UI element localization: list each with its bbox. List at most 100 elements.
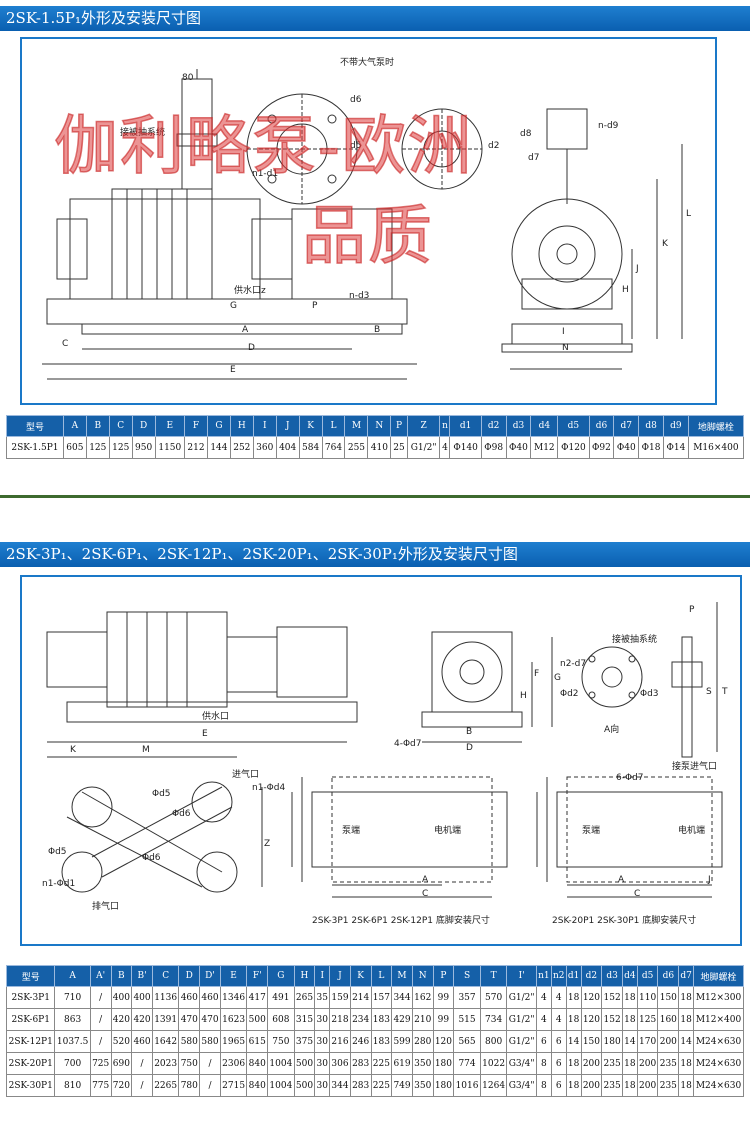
table-cell: 570 bbox=[479, 986, 508, 1009]
label-L: L bbox=[686, 209, 692, 219]
table-cell: G3/4" bbox=[506, 1074, 537, 1097]
table-cell: 234 bbox=[349, 1008, 372, 1031]
table-cell: 750 bbox=[267, 1030, 295, 1053]
section2-title-bar: 2SK-3P₁、2SK-6P₁、2SK-12P₁、2SK-20P₁、2SK-30… bbox=[0, 542, 750, 567]
table-cell: 125 bbox=[636, 1008, 659, 1031]
table-cell: 306 bbox=[329, 1052, 351, 1075]
label-n2-d7: n2-d7 bbox=[560, 659, 587, 669]
table-cell: 120 bbox=[580, 1008, 603, 1031]
table-cell: 200 bbox=[580, 1074, 603, 1097]
table-cell: Φ120 bbox=[557, 436, 590, 459]
label-motor-end-right: 电机端 bbox=[678, 826, 706, 836]
label-C-right: C bbox=[634, 889, 641, 899]
table-cell: 4 bbox=[550, 986, 567, 1009]
table-cell: 6 bbox=[550, 1074, 567, 1097]
table-cell: 18 bbox=[565, 986, 582, 1009]
table-cell: 214 bbox=[349, 986, 372, 1009]
label-F2: F bbox=[534, 669, 540, 679]
table-cell: 775 bbox=[89, 1074, 112, 1097]
table-cell: 1150 bbox=[154, 436, 186, 459]
table-header-cell: D' bbox=[199, 965, 221, 987]
table-header-cell: I' bbox=[506, 965, 537, 987]
table-cell: 18 bbox=[565, 1008, 582, 1031]
label-n1-d1-2: n1-Φd1 bbox=[42, 879, 76, 889]
table-header-cell: 地脚螺栓 bbox=[687, 415, 745, 437]
label-connect-system-2: 接被抽系统 bbox=[612, 635, 658, 645]
table-cell: 225 bbox=[370, 1074, 393, 1097]
table-cell: 2SK-3P1 bbox=[5, 986, 56, 1009]
label-S2: S bbox=[706, 687, 712, 697]
table-header-cell: d8 bbox=[638, 415, 664, 437]
table-header-cell: n bbox=[439, 415, 451, 437]
table-header-cell: d5 bbox=[636, 965, 659, 987]
label-Z2: Z bbox=[264, 839, 271, 849]
table-cell: 283 bbox=[349, 1074, 372, 1097]
table-cell: G3/4" bbox=[506, 1052, 537, 1075]
table-header-cell: H bbox=[293, 965, 316, 987]
table-cell: 750 bbox=[178, 1052, 201, 1075]
table-cell: 417 bbox=[246, 986, 269, 1009]
table-cell: 120 bbox=[580, 986, 603, 1009]
table-cell: 183 bbox=[370, 1030, 393, 1053]
table-cell: 25 bbox=[390, 436, 408, 459]
table-cell: 400 bbox=[110, 986, 133, 1009]
table-cell: 599 bbox=[391, 1030, 413, 1053]
table-cell: 315 bbox=[293, 1008, 316, 1031]
label-d5: d5 bbox=[350, 141, 362, 151]
table-cell: G1/2" bbox=[506, 1030, 537, 1053]
table-header-cell: J bbox=[329, 965, 351, 987]
table-header-cell: L bbox=[321, 415, 346, 437]
table-header-cell: d1 bbox=[449, 415, 482, 437]
table-cell: 1965 bbox=[219, 1030, 248, 1053]
table-cell: 840 bbox=[246, 1052, 269, 1075]
table-header-cell: A bbox=[62, 415, 87, 437]
table-cell: 429 bbox=[391, 1008, 413, 1031]
table-cell: 491 bbox=[267, 986, 295, 1009]
table-header-cell: n2 bbox=[550, 965, 567, 987]
table-cell: 350 bbox=[411, 1052, 434, 1075]
table-cell: 690 bbox=[110, 1052, 133, 1075]
label-A-left: A bbox=[422, 875, 429, 885]
table-cell: 470 bbox=[178, 1008, 201, 1031]
table-cell: M24×630 bbox=[693, 1052, 744, 1075]
label-exhaust-pipe: 接泵进气口 bbox=[672, 762, 718, 772]
label-n-d9: n-d9 bbox=[598, 121, 619, 131]
section-divider bbox=[0, 495, 750, 498]
label-d2: d2 bbox=[488, 141, 500, 151]
table-header-cell: K bbox=[349, 965, 372, 987]
table-cell: 774 bbox=[453, 1052, 481, 1075]
table-cell: 18 bbox=[678, 1008, 695, 1031]
label-connect-system: 接被抽系统 bbox=[120, 128, 166, 138]
table-cell: 1037.5 bbox=[54, 1030, 91, 1053]
label-H: H bbox=[622, 285, 629, 295]
table-header-cell: 型号 bbox=[5, 965, 56, 987]
table-cell: 180 bbox=[432, 1052, 455, 1075]
table-cell: 6 bbox=[550, 1030, 567, 1053]
table-cell: 1016 bbox=[453, 1074, 481, 1097]
table-cell: 1136 bbox=[151, 986, 180, 1009]
table-header-cell: N bbox=[411, 965, 434, 987]
table-cell: 580 bbox=[199, 1030, 221, 1053]
table-header-cell: 型号 bbox=[6, 415, 64, 437]
table-cell: Φ40 bbox=[505, 436, 532, 459]
table-cell: 18 bbox=[621, 986, 638, 1009]
table-cell: 99 bbox=[432, 986, 455, 1009]
table-cell: 235 bbox=[657, 1052, 680, 1075]
label-E2: E bbox=[202, 729, 208, 739]
table-cell: 350 bbox=[411, 1074, 434, 1097]
label-d6-2: Φd6 bbox=[172, 809, 191, 819]
table-cell: 160 bbox=[657, 1008, 680, 1031]
table-header-cell: M bbox=[391, 965, 413, 987]
table-header-cell: C bbox=[151, 965, 180, 987]
table-header-cell: B bbox=[85, 415, 110, 437]
table-cell: 1346 bbox=[219, 986, 248, 1009]
table-cell: / bbox=[89, 986, 112, 1009]
label-D2: D bbox=[466, 743, 473, 753]
watermark-line1: 伽利略泵-欧洲 bbox=[53, 109, 474, 185]
table-cell: Φ98 bbox=[480, 436, 507, 459]
table-cell: 515 bbox=[453, 1008, 481, 1031]
table-cell: 14 bbox=[678, 1030, 695, 1053]
